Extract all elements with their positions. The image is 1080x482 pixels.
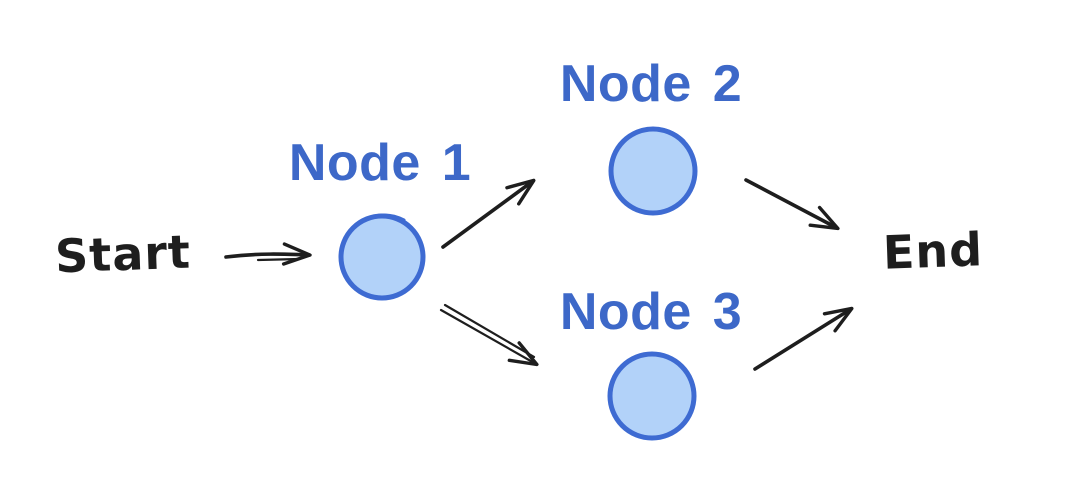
node2-label: Node 2 [560,55,742,113]
node-node3: Node 3 [560,283,742,441]
node1-circle-overdraw [349,213,406,232]
edge-start-to-node1 [224,242,312,266]
node1-label: Node 1 [289,134,471,192]
edge-node1-to-node3 [439,303,539,367]
node3-circle-overdraw [620,352,683,368]
node2-circle [608,126,698,216]
edge-node3-to-end [753,306,854,371]
edge-node2-to-end [744,178,840,231]
edge-node1-to-node2 [441,178,536,249]
node3-label: Node 3 [560,283,742,341]
node2-circle-overdraw [631,127,686,143]
node-node2: Node 2 [560,55,742,216]
end-label: End [882,222,984,279]
node-node1: Node 1 [289,134,471,301]
start-label: Start [54,225,192,284]
